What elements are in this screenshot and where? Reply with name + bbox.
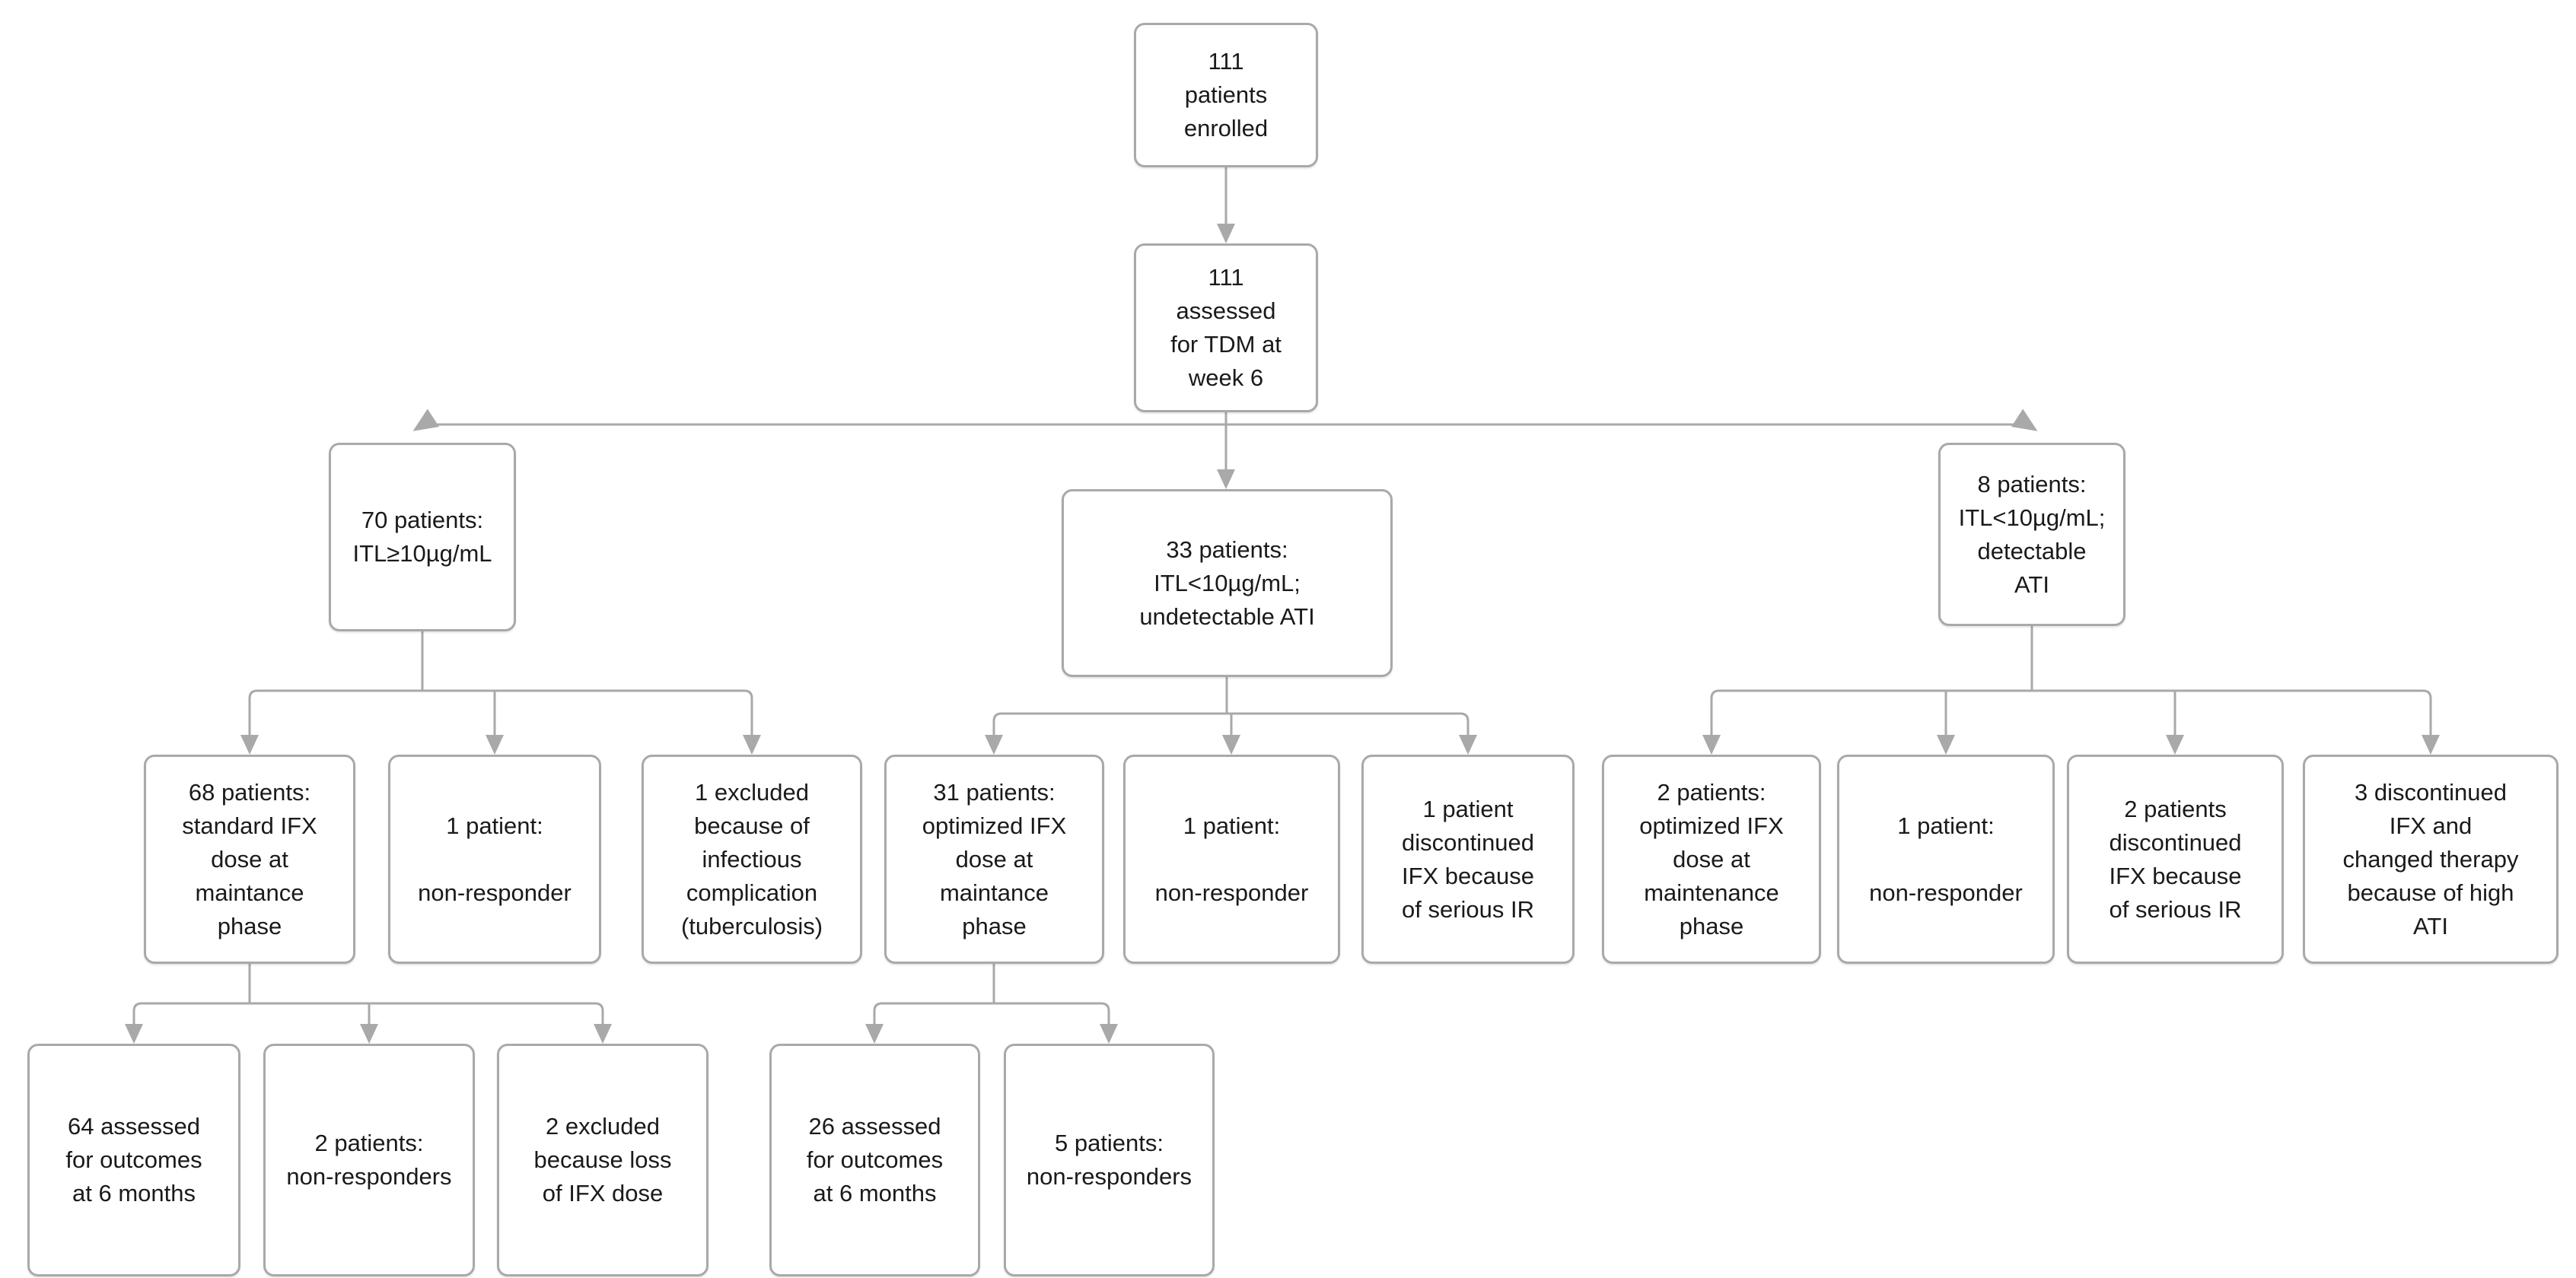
edge-std-dose-children (125, 962, 612, 1044)
node-discontinued-serious-ir-1-label: 1 patient discontinued IFX because of se… (1401, 795, 1535, 923)
node-itl-low-detectable-ati-label: 8 patients: ITL<10µg/mL; detectable ATI (1958, 470, 2106, 598)
node-undetectable-nonresponder-label: 1 patient: non-responder (1154, 812, 1309, 906)
node-standard-ifx-dose-label: 68 patients: standard IFX dose at mainta… (182, 778, 317, 939)
node-itl-high: 70 patients: ITL≥10µg/mL (329, 443, 516, 631)
edge-itl-low-det-children (1702, 625, 2440, 755)
node-outcomes-26: 26 assessed for outcomes at 6 months (769, 1044, 980, 1276)
node-outcomes-26-label: 26 assessed for outcomes at 6 months (806, 1113, 944, 1206)
node-nonresponders-5: 5 patients: non-responders (1004, 1044, 1215, 1276)
node-detectable-nonresponder: 1 patient: non-responder (1837, 755, 2055, 964)
node-excluded-ifx-loss-label: 2 excluded because loss of IFX dose (533, 1113, 672, 1206)
node-excluded-tuberculosis: 1 excluded because of infectious complic… (642, 755, 862, 964)
node-undetectable-nonresponder: 1 patient: non-responder (1123, 755, 1340, 964)
edge-enrolled-assessed (1217, 166, 1235, 243)
node-enrolled: 111 patients enrolled (1134, 23, 1318, 167)
edge-itl-high-children (240, 630, 761, 755)
node-itl-high-nonresponder-label: 1 patient: non-responder (418, 812, 572, 906)
edge-itl-low-undet-children (985, 676, 1477, 755)
node-excluded-ifx-loss: 2 excluded because loss of IFX dose (497, 1044, 708, 1276)
node-enrolled-label: 111 patients enrolled (1183, 48, 1269, 141)
node-itl-low-undetectable-ati: 33 patients: ITL<10µg/mL; undetectable A… (1062, 489, 1393, 677)
node-optimized-ifx-dose-31: 31 patients: optimized IFX dose at maint… (884, 755, 1104, 964)
node-optimized-ifx-dose-31-label: 31 patients: optimized IFX dose at maint… (922, 778, 1067, 939)
node-optimized-ifx-dose-2: 2 patients: optimized IFX dose at mainte… (1602, 755, 1821, 964)
node-discontinued-high-ati: 3 discontinued IFX and changed therapy b… (2303, 755, 2558, 964)
edge-opt-dose-children (865, 962, 1118, 1044)
node-optimized-ifx-dose-2-label: 2 patients: optimized IFX dose at mainte… (1639, 778, 1784, 939)
node-discontinued-serious-ir-2-label: 2 patients discontinued IFX because of s… (2109, 795, 2242, 923)
node-outcomes-64: 64 assessed for outcomes at 6 months (27, 1044, 240, 1276)
node-standard-ifx-dose: 68 patients: standard IFX dose at mainta… (144, 755, 355, 964)
node-itl-low-undetectable-ati-label: 33 patients: ITL<10µg/mL; undetectable A… (1139, 536, 1315, 630)
node-detectable-nonresponder-label: 1 patient: non-responder (1869, 812, 2023, 906)
node-nonresponders-2: 2 patients: non-responders (263, 1044, 475, 1276)
node-itl-high-label: 70 patients: ITL≥10µg/mL (352, 507, 492, 567)
node-itl-high-nonresponder: 1 patient: non-responder (388, 755, 601, 964)
node-nonresponders-5-label: 5 patients: non-responders (1026, 1130, 1192, 1190)
node-discontinued-serious-ir-2: 2 patients discontinued IFX because of s… (2067, 755, 2284, 964)
node-discontinued-high-ati-label: 3 discontinued IFX and changed therapy b… (2342, 778, 2519, 939)
node-assessed-week6-label: 111 assessed for TDM at week 6 (1170, 264, 1282, 391)
node-nonresponders-2-label: 2 patients: non-responders (286, 1130, 452, 1190)
node-itl-low-detectable-ati: 8 patients: ITL<10µg/mL; detectable ATI (1938, 443, 2125, 626)
node-outcomes-64-label: 64 assessed for outcomes at 6 months (65, 1113, 202, 1206)
edge-assessed-itl-low-undetectable (1217, 411, 1235, 489)
node-discontinued-serious-ir-1: 1 patient discontinued IFX because of se… (1361, 755, 1575, 964)
node-assessed-week6: 111 assessed for TDM at week 6 (1134, 243, 1318, 412)
node-excluded-tuberculosis-label: 1 excluded because of infectious complic… (680, 778, 823, 939)
